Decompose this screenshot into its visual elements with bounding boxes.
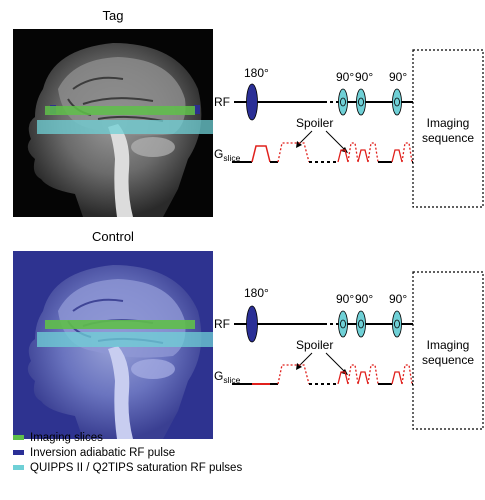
tag-sequence-diagram: 180° 90° 90° 90° RF Spoiler Gslice Imagi… [212,29,485,209]
control-pulse-90-label-3: 90° [389,292,407,306]
legend-item-saturation-pulses: QUIPPS II / Q2TIPS saturation RF pulses [13,460,242,475]
control-spoiler-label: Spoiler [296,338,333,352]
control-imaging-label-1: Imaging [427,338,470,352]
control-imaging-sequence-box [412,271,484,430]
legend-label-saturation-pulses: QUIPPS II / Q2TIPS saturation RF pulses [30,461,243,474]
control-pulse-90-label-2: 90° [355,292,373,306]
legend-item-imaging-slices: Imaging slices [13,430,242,445]
tag-imaging-label-1: Imaging [427,116,470,130]
legend: Imaging slices Inversion adiabatic RF pu… [13,430,242,475]
tag-pulse-90-label-1: 90° [336,70,354,84]
tag-pulse-90-label-2: 90° [355,70,373,84]
control-sequence-diagram: 180° 90° 90° 90° RF Spoiler Gslice Imagi… [212,251,485,431]
control-imaging-label-2: sequence [422,353,474,367]
tag-mri-image [13,29,213,217]
legend-label-inversion-pulse: Inversion adiabatic RF pulse [30,446,176,459]
tag-imaging-sequence-box [412,49,484,208]
legend-item-inversion-pulse: Inversion adiabatic RF pulse [13,445,242,460]
control-g-slice-label: Gslice [214,369,241,385]
control-pulse-180-label: 180° [244,286,269,300]
control-pulse-90-label-1: 90° [336,292,354,306]
legend-swatch-green [13,435,24,440]
tag-rf-label: RF [214,95,230,109]
tag-saturation-pulse-3 [392,88,402,116]
tag-inversion-pulse [246,83,258,121]
control-saturation-pulse-3 [392,310,402,338]
tag-g-slice-label: Gslice [214,147,241,163]
tag-title: Tag [102,8,124,23]
legend-swatch-blue [13,450,24,455]
tag-spoiler-label: Spoiler [296,116,333,130]
tag-saturation-pulse-2 [356,88,366,116]
control-saturation-pulse-1 [338,310,348,338]
control-inversion-pulse [246,305,258,343]
control-saturation-pulse-2 [356,310,366,338]
tag-pulse-180-label: 180° [244,66,269,80]
legend-label-imaging-slices: Imaging slices [30,431,103,444]
tag-imaging-label-2: sequence [422,131,474,145]
control-mri-image [13,251,213,439]
legend-swatch-cyan [13,465,24,470]
control-rf-label: RF [214,317,230,331]
tag-pulse-90-label-3: 90° [389,70,407,84]
tag-saturation-pulse-1 [338,88,348,116]
control-title: Control [92,229,134,244]
